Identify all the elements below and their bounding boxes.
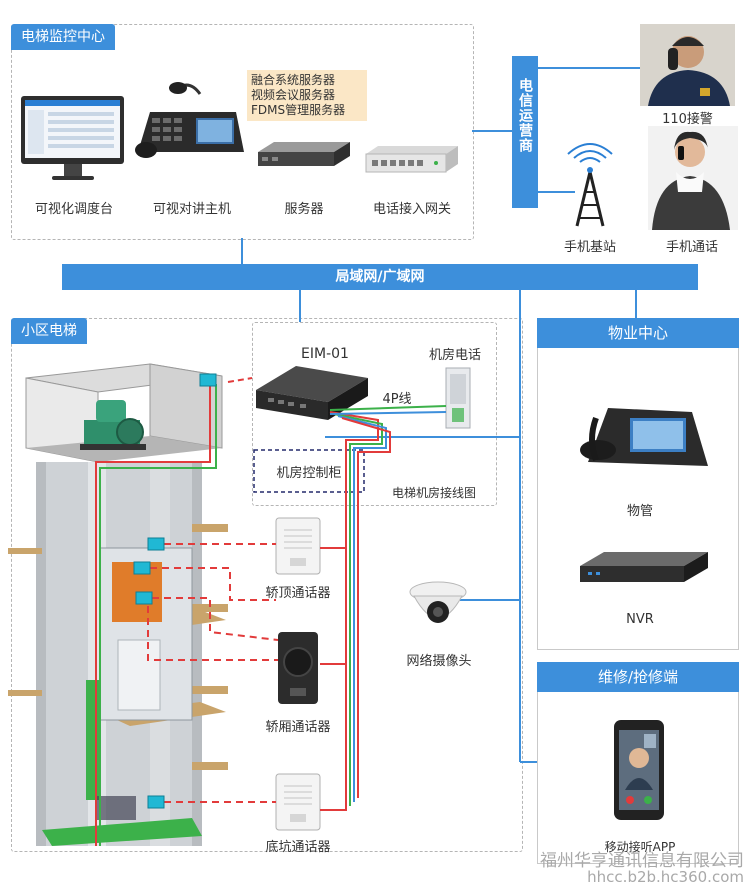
label-control-cabinet: 机房控制柜 bbox=[276, 466, 342, 481]
label-room-phone: 机房电话 bbox=[428, 348, 481, 363]
label-property-manager: 物管 bbox=[626, 504, 653, 519]
label-police: 110接警 bbox=[662, 112, 713, 127]
servers-note: 融合系统服务器 视频会议服务器 FDMS管理服务器 bbox=[247, 70, 367, 121]
servers-note-line-3: FDMS管理服务器 bbox=[251, 103, 346, 117]
car-top-intercom-icon bbox=[275, 517, 321, 575]
label-4p-line: 4P线 bbox=[382, 392, 412, 407]
car-intercom-icon bbox=[278, 632, 318, 704]
cabinet-box bbox=[253, 449, 365, 493]
machine-room-icon bbox=[25, 363, 223, 463]
watermark-company: 福州华亨通讯信息有限公司 bbox=[540, 851, 744, 871]
network-camera-icon bbox=[409, 581, 467, 623]
machine-room-box bbox=[252, 322, 497, 506]
servers-note-line-2: 视频会议服务器 bbox=[251, 88, 336, 102]
repair-title: 维修/抢修端 bbox=[537, 662, 739, 692]
monitor-icon bbox=[21, 96, 124, 180]
police-photo bbox=[640, 24, 735, 106]
watermark-url: hhcc.b2b.hc360.com bbox=[587, 868, 744, 886]
wiring-solid bbox=[95, 377, 253, 846]
community-box bbox=[11, 318, 523, 852]
label-cell-tower: 手机基站 bbox=[563, 240, 616, 255]
monitor-center-title: 电梯监控中心 bbox=[11, 24, 115, 50]
elevator-shaft bbox=[8, 462, 228, 846]
wiring-dashed bbox=[147, 543, 279, 803]
label-intercom-host: 可视对讲主机 bbox=[152, 202, 231, 217]
label-pit-intercom: 底坑通话器 bbox=[265, 840, 331, 855]
label-car-intercom: 轿厢通话器 bbox=[265, 720, 331, 735]
network-links bbox=[241, 67, 640, 763]
property-center-box bbox=[537, 318, 739, 650]
telecom-bar bbox=[512, 56, 538, 208]
connector-modules bbox=[133, 373, 217, 809]
intercom-host-icon bbox=[135, 82, 244, 158]
server-icon bbox=[258, 142, 350, 166]
network-bar bbox=[62, 264, 698, 290]
label-phone-gateway: 电话接入网关 bbox=[372, 202, 451, 217]
label-mobile-app: 移动接听APP bbox=[604, 840, 676, 854]
property-phone-icon bbox=[580, 408, 708, 466]
gateway-icon bbox=[365, 146, 458, 173]
label-server: 服务器 bbox=[284, 202, 324, 217]
label-car-top-intercom: 轿顶通话器 bbox=[265, 586, 331, 601]
mobile-app-icon bbox=[614, 720, 664, 820]
label-mobile-call: 手机通话 bbox=[665, 240, 718, 255]
eim-device-icon bbox=[256, 366, 368, 420]
room-phone-icon bbox=[445, 367, 471, 429]
telecom-label: 电信运营商 bbox=[517, 78, 533, 153]
label-nvr: NVR bbox=[626, 612, 654, 627]
cell-tower-icon bbox=[567, 143, 613, 227]
property-center-title: 物业中心 bbox=[537, 318, 739, 348]
label-network-camera: 网络摄像头 bbox=[406, 654, 472, 669]
nvr-icon bbox=[580, 552, 708, 582]
pit-intercom-icon bbox=[275, 773, 321, 831]
label-dispatch-console: 可视化调度台 bbox=[34, 202, 113, 217]
mobile-caller-photo bbox=[648, 126, 738, 230]
wiring-bundle bbox=[320, 405, 447, 811]
servers-note-line-1: 融合系统服务器 bbox=[251, 73, 336, 87]
label-eim: EIM-01 bbox=[301, 346, 349, 362]
label-wiring-diagram: 电梯机房接线图 bbox=[391, 486, 476, 500]
network-label: 局域网/广域网 bbox=[335, 269, 425, 285]
community-title: 小区电梯 bbox=[11, 318, 87, 344]
